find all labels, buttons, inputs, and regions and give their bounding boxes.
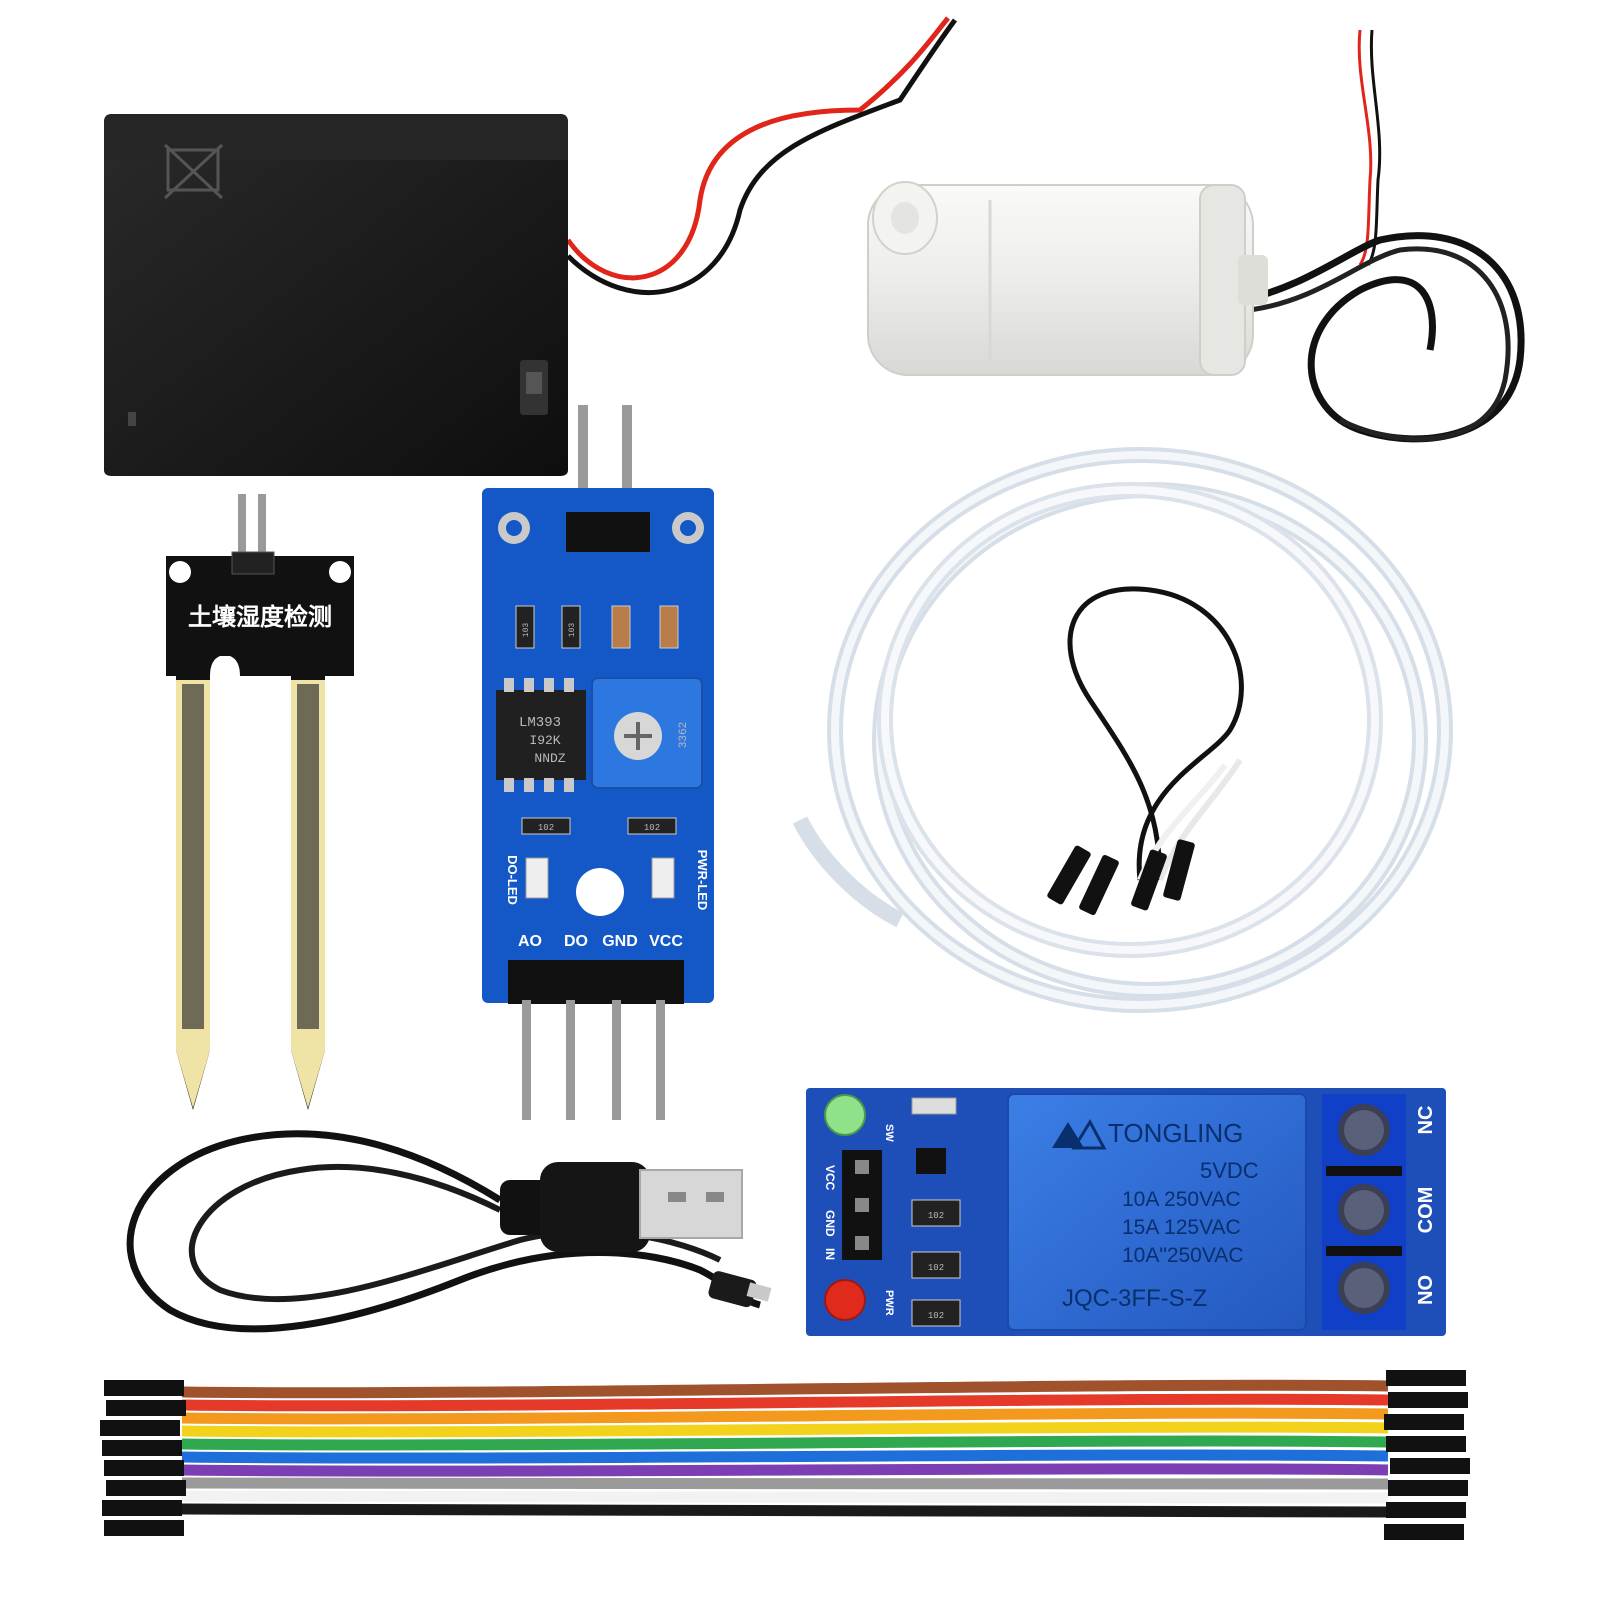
relay-pin-vcc: VCC <box>823 1165 837 1191</box>
usb-power-cable <box>126 1130 772 1333</box>
relay-r2-label: 102 <box>928 1263 944 1273</box>
pin-vcc-label: VCC <box>649 933 683 950</box>
relay-rating-2: 15A 125VAC <box>1122 1216 1241 1239</box>
resistor-r3-label: 102 <box>538 823 554 833</box>
relay-r1-label: 102 <box>928 1211 944 1221</box>
relay-rating-3: 10A"250VAC <box>1122 1244 1243 1267</box>
chip-line-1: LM393 <box>519 715 561 731</box>
dupont-ribbon-cable <box>100 1370 1470 1540</box>
relay-pin-gnd: GND <box>823 1210 837 1237</box>
ribbon-wire <box>181 1393 1389 1412</box>
potentiometer-label: 3362 <box>678 722 690 748</box>
relay-brand-logo-icon <box>1052 1118 1107 1150</box>
relay-pwr-label: PWR <box>883 1290 895 1316</box>
ribbon-wire <box>181 1379 1389 1399</box>
silicone-tube <box>792 447 1453 1013</box>
resistor-r2-label: 103 <box>568 623 577 638</box>
relay-pin-in: IN <box>823 1248 837 1260</box>
terminal-no: NO <box>1415 1275 1437 1305</box>
resistor-r4-label: 102 <box>644 823 660 833</box>
female-jumper-wires <box>1047 586 1244 916</box>
terminal-com: COM <box>1415 1187 1437 1234</box>
recycle-bin-icon <box>163 143 224 200</box>
chip-line-2: I92K <box>529 733 560 748</box>
do-led-label: DO-LED <box>505 855 520 905</box>
pin-gnd-label: GND <box>602 933 638 950</box>
ribbon-wire <box>181 1449 1389 1464</box>
relay-voltage: 5VDC <box>1200 1158 1259 1183</box>
terminal-nc: NC <box>1415 1106 1437 1135</box>
ribbon-wire <box>181 1503 1389 1518</box>
ribbon-wire <box>181 1435 1389 1451</box>
battery-box <box>104 16 958 476</box>
resistor-r1-label: 103 <box>522 623 531 638</box>
relay-module: VCC GND IN SW PWR 102 102 102 TONGLING 5… <box>806 1088 1446 1336</box>
resistor-row: 103 103 <box>515 605 679 649</box>
water-pump <box>867 29 1525 443</box>
relay-r3-label: 102 <box>928 1311 944 1321</box>
ribbon-wire <box>181 1477 1389 1490</box>
pin-ao-label: AO <box>518 933 542 950</box>
relay-rating-1: 10A 250VAC <box>1122 1188 1241 1211</box>
relay-brand: TONGLING <box>1108 1118 1243 1148</box>
pwr-led-label: PWR-LED <box>695 850 710 911</box>
ribbon-wire <box>181 1463 1389 1477</box>
chip-line-3: NNDZ <box>534 751 565 766</box>
pin-do-label: DO <box>564 933 588 950</box>
lm393-comparator-module: 103 103 LM393 I92K NNDZ 3362 102 102 DO-… <box>482 405 714 1120</box>
ribbon-wire <box>181 1490 1389 1504</box>
soil-moisture-probe: 土壤湿度检测 <box>166 494 354 1110</box>
ribbon-wire <box>181 1421 1389 1438</box>
relay-sw-label: SW <box>883 1124 895 1142</box>
ribbon-wire <box>181 1407 1389 1425</box>
relay-model: JQC-3FF-S-Z <box>1062 1285 1207 1312</box>
probe-label: 土壤湿度检测 <box>188 603 332 631</box>
